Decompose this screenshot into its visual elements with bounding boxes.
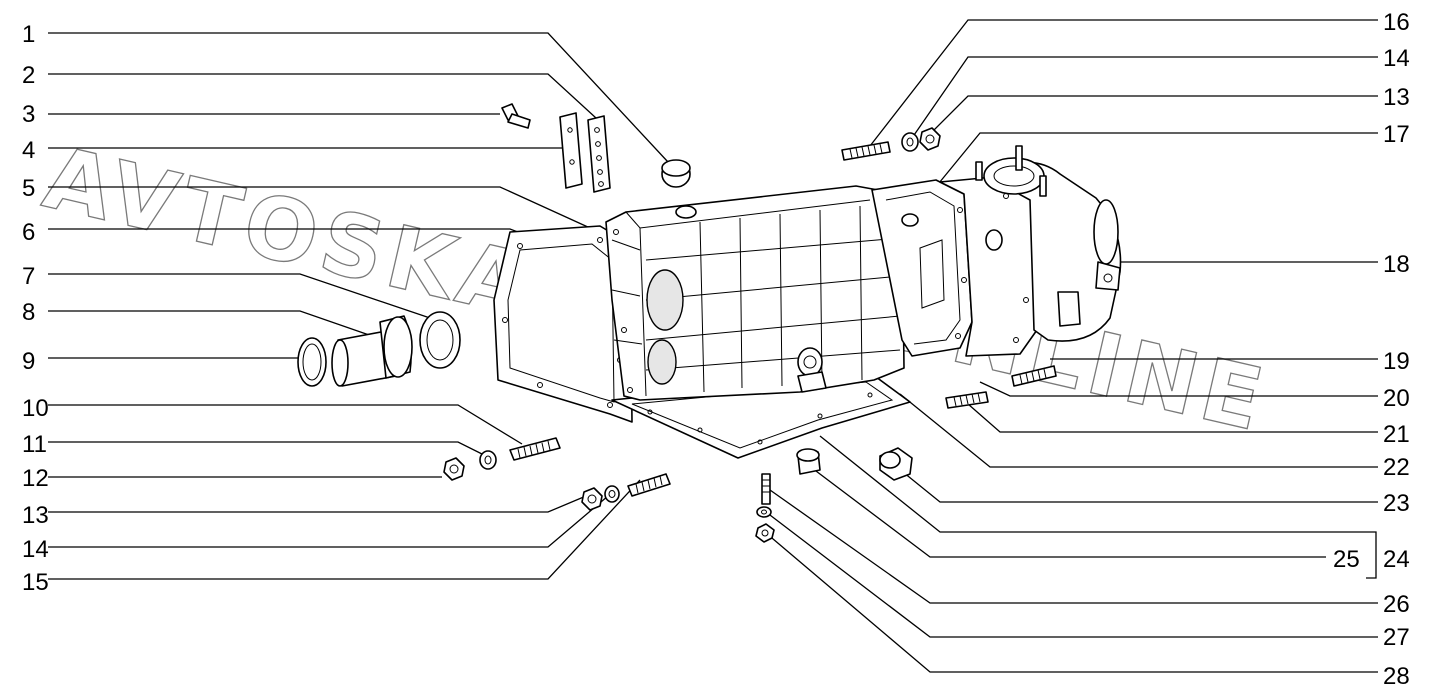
callout-26: 26 [1383, 591, 1410, 618]
nut-13-part [581, 487, 603, 511]
callout-5: 5 [22, 175, 35, 202]
plug-cap-part [661, 159, 691, 188]
callout-2: 2 [22, 62, 35, 89]
stud-10-part [509, 437, 561, 461]
leader-23 [897, 467, 1378, 503]
callout-13-right: 13 [1383, 84, 1410, 111]
callout-28: 28 [1383, 663, 1410, 690]
callout-24: 24 [1383, 546, 1410, 573]
gearbox-housing-part [605, 185, 905, 401]
callout-20: 20 [1383, 385, 1410, 412]
callout-27: 27 [1383, 624, 1410, 651]
callout-21: 21 [1383, 421, 1410, 448]
callout-3: 3 [22, 101, 35, 128]
plate-part [559, 112, 611, 193]
callout-12: 12 [22, 465, 49, 492]
leader-2 [48, 73, 597, 119]
leader-13 [48, 495, 587, 513]
leader-22 [899, 393, 1378, 468]
stud-21-part [945, 391, 989, 409]
seal-ring-part [419, 311, 461, 369]
callout-9: 9 [22, 348, 35, 375]
drain-plug-part [879, 447, 913, 481]
stud-16-part [841, 141, 891, 161]
leader-28 [765, 532, 1378, 673]
callout-7: 7 [22, 263, 35, 290]
callout-23: 23 [1383, 490, 1410, 517]
leader-26 [769, 489, 1378, 604]
leader-13r [931, 95, 1378, 133]
leader-8 [48, 310, 373, 337]
callout-6: 6 [22, 219, 35, 246]
callout-16: 16 [1383, 9, 1410, 36]
nut-13-top-part [919, 127, 941, 151]
callout-13: 13 [22, 502, 49, 529]
leader-5 [48, 186, 613, 239]
bearing-sleeve-part [331, 315, 413, 387]
leader-16 [869, 19, 1378, 147]
leader-15 [48, 479, 641, 580]
washer-14-top-part [901, 132, 919, 152]
washer-14-part [604, 485, 620, 503]
leader-1 [48, 32, 669, 163]
nut-12-part [443, 457, 465, 481]
leader-27 [765, 511, 1378, 638]
leader-7 [48, 273, 431, 319]
stud-19-part [1011, 365, 1057, 387]
callout-8: 8 [22, 299, 35, 326]
filler-plug-part [796, 448, 821, 475]
callout-14-right: 14 [1383, 45, 1410, 72]
callout-17: 17 [1383, 121, 1410, 148]
leader-21 [967, 403, 1378, 433]
leader-10 [48, 404, 523, 445]
washer-11-part [479, 450, 497, 470]
callout-25: 25 [1333, 546, 1360, 573]
bracket-24-25 [1366, 531, 1377, 579]
leader-11 [48, 441, 483, 455]
callout-1: 1 [22, 21, 35, 48]
stud-15-part [627, 473, 671, 497]
rear-extension-housing-part [871, 145, 1122, 357]
leader-25 [811, 467, 1326, 558]
small-stud-part [761, 473, 771, 505]
callout-11: 11 [22, 431, 47, 458]
small-washer-part [756, 506, 772, 518]
small-nut-part [755, 523, 775, 543]
o-ring-part [297, 337, 327, 387]
leader-14 [48, 495, 609, 548]
leader-14r [911, 56, 1378, 139]
callout-19: 19 [1383, 348, 1410, 375]
callout-10: 10 [22, 395, 49, 422]
leader-24 [819, 435, 1366, 533]
callout-18: 18 [1383, 251, 1410, 278]
bolt-part [501, 103, 531, 129]
callout-14: 14 [22, 536, 49, 563]
callout-15: 15 [22, 569, 49, 596]
callout-22: 22 [1383, 454, 1410, 481]
callout-4: 4 [22, 137, 35, 164]
leader-20 [979, 381, 1378, 397]
front-cover-gasket-part [493, 225, 633, 423]
